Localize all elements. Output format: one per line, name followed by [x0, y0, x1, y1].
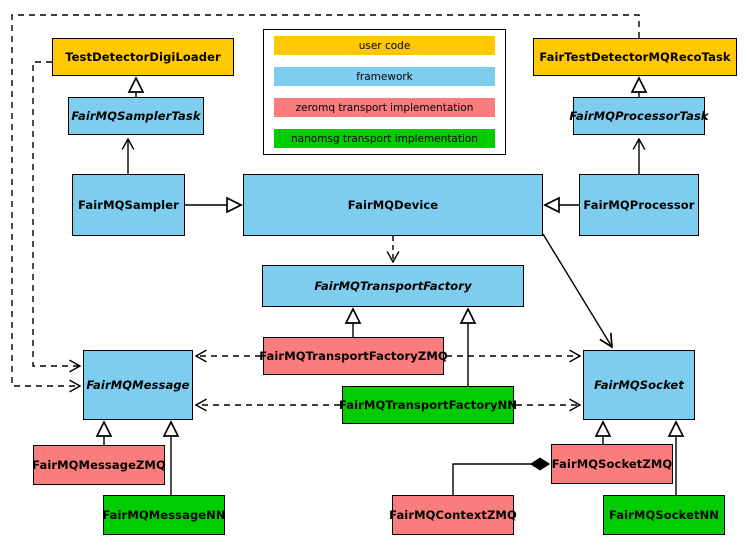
class-label-fairmqtransportfactory: FairMQTransportFactory: [314, 278, 472, 293]
class-label-fairmqsamplertask: FairMQSamplerTask: [71, 108, 201, 123]
class-label-testdetectordigiloader: TestDetectorDigiLoader: [65, 49, 221, 64]
legend-item-zeromq: zeromq transport implementation: [274, 98, 495, 117]
class-label-fairmqmessagenn: FairMQMessageNN: [102, 507, 226, 522]
legend-label-zeromq: zeromq transport implementation: [295, 101, 474, 114]
class-box-fairtestdetectormqrecotask[interactable]: FairTestDetectorMQRecoTask: [533, 38, 737, 76]
class-box-fairmqsampler[interactable]: FairMQSampler: [72, 174, 185, 236]
class-label-fairmqsocket: FairMQSocket: [594, 377, 684, 392]
class-label-fairmqtransportfactoryzmq: FairMQTransportFactoryZMQ: [259, 348, 448, 363]
class-box-fairmqtransportfactory[interactable]: FairMQTransportFactory: [262, 265, 524, 307]
class-box-testdetectordigiloader[interactable]: TestDetectorDigiLoader: [52, 38, 234, 76]
edge-device-to-socket: [542, 233, 612, 347]
class-box-fairmqmessage[interactable]: FairMQMessage: [83, 350, 193, 420]
class-box-fairmqsocketnn[interactable]: FairMQSocketNN: [603, 495, 725, 535]
legend-item-framework: framework: [274, 67, 495, 86]
class-label-fairmqdevice: FairMQDevice: [347, 197, 439, 212]
legend-label-framework: framework: [356, 70, 413, 83]
class-label-fairmqcontextzmq: FairMQContextZMQ: [389, 507, 517, 522]
class-label-fairmqsocketnn: FairMQSocketNN: [608, 507, 720, 522]
class-label-fairmqprocessor: FairMQProcessor: [583, 197, 695, 212]
class-label-fairmqsocketzmq: FairMQSocketZMQ: [551, 456, 673, 471]
class-label-fairmqtransportfactorynn: FairMQTransportFactoryNN: [338, 397, 518, 412]
class-box-fairmqdevice[interactable]: FairMQDevice: [243, 174, 543, 236]
class-box-fairmqtransportfactorynn[interactable]: FairMQTransportFactoryNN: [338, 386, 518, 424]
class-label-fairmqmessagezmq: FairMQMessageZMQ: [32, 457, 166, 472]
legend-item-nanomsg: nanomsg transport implementation: [274, 129, 495, 148]
class-label-fairtestdetectormqrecotask: FairTestDetectorMQRecoTask: [539, 49, 731, 64]
class-box-fairmqprocessor[interactable]: FairMQProcessor: [579, 174, 699, 236]
legend-label-user-code: user code: [358, 39, 411, 52]
class-label-fairmqprocessortask: FairMQProcessorTask: [569, 108, 709, 123]
legend-label-nanomsg: nanomsg transport implementation: [291, 132, 478, 145]
edge-socketzmq-composition-contextzmq: [452, 457, 551, 495]
class-box-fairmqcontextzmq[interactable]: FairMQContextZMQ: [389, 495, 517, 535]
class-box-fairmqmessagezmq[interactable]: FairMQMessageZMQ: [32, 445, 166, 485]
class-label-fairmqsampler: FairMQSampler: [78, 197, 179, 212]
class-label-fairmqmessage: FairMQMessage: [86, 377, 190, 392]
class-box-fairmqsocket[interactable]: FairMQSocket: [583, 350, 695, 420]
class-box-fairmqtransportfactoryzmq[interactable]: FairMQTransportFactoryZMQ: [259, 337, 448, 375]
class-box-fairmqprocessortask[interactable]: FairMQProcessorTask: [569, 97, 709, 135]
legend-panel: user code framework zeromq transport imp…: [263, 29, 506, 155]
class-box-fairmqsocketzmq[interactable]: FairMQSocketZMQ: [551, 444, 673, 484]
legend-item-user-code: user code: [274, 36, 495, 55]
class-box-fairmqsamplertask[interactable]: FairMQSamplerTask: [68, 97, 204, 135]
class-box-fairmqmessagenn[interactable]: FairMQMessageNN: [102, 495, 226, 535]
